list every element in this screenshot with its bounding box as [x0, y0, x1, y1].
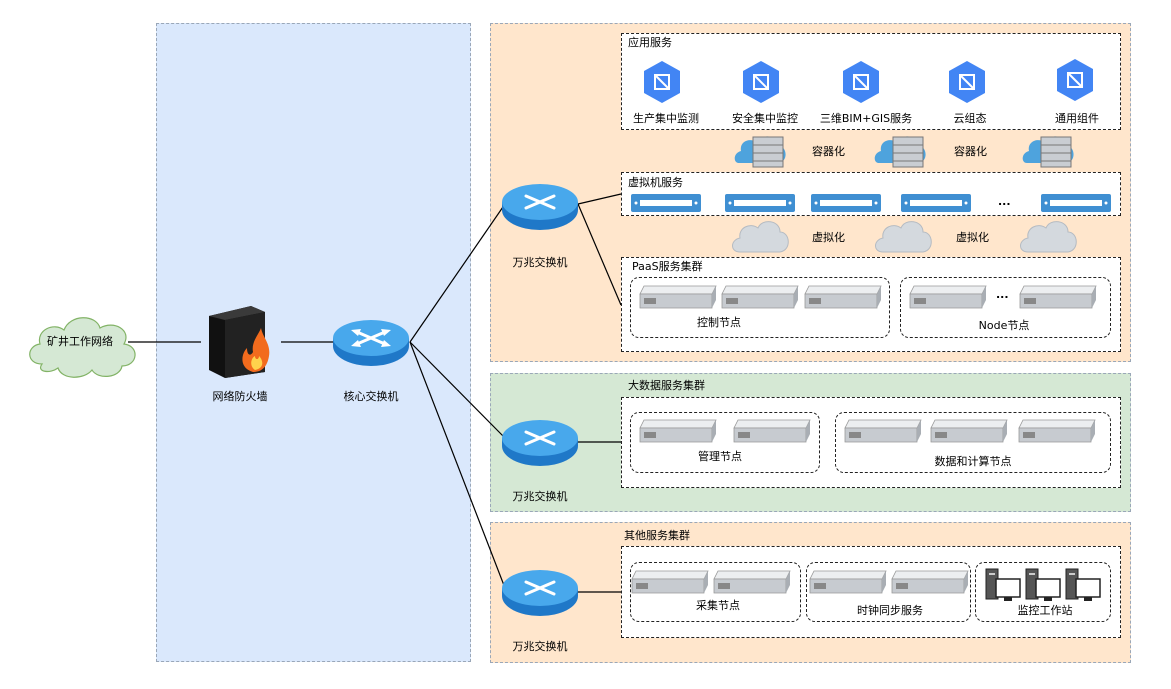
node-ellipsis: ... — [996, 288, 1009, 301]
virtualization-cloud-icon — [1020, 221, 1077, 253]
workstation-icon — [985, 568, 1021, 601]
hexagon-app-icon — [949, 61, 985, 103]
rack-server-icon — [891, 570, 969, 594]
virtualization-cloud-icon — [732, 221, 789, 253]
control-nodes-label: 控制节点 — [697, 316, 741, 329]
data-compute-nodes-label: 数据和计算节点 — [934, 455, 1012, 468]
vm-server-icon — [631, 194, 701, 212]
manage-nodes-label: 管理节点 — [698, 450, 742, 463]
mine-network-cloud-icon — [29, 317, 136, 378]
app-services-title: 应用服务 — [628, 36, 672, 49]
workstation-icon — [1025, 568, 1061, 601]
switch-bigdata-label: 万兆交换机 — [512, 490, 568, 503]
rack-server-icon — [631, 570, 709, 594]
virtualize-label: 虚拟化 — [812, 231, 845, 244]
app-service-label: 三维BIM+GIS服务 — [819, 112, 913, 125]
hexagon-app-icon — [644, 61, 680, 103]
hexagon-app-icon — [1057, 59, 1093, 101]
rack-server-icon — [639, 285, 717, 309]
containerize-label: 容器化 — [954, 145, 987, 158]
hexagon-app-icon — [843, 61, 879, 103]
firewall-icon — [209, 306, 270, 378]
vm-ellipsis: ... — [998, 195, 1011, 208]
clock-sync-label: 时钟同步服务 — [857, 604, 923, 617]
rack-server-icon — [721, 285, 799, 309]
monitor-station-label: 监控工作站 — [1017, 604, 1073, 617]
container-cloud-icon — [874, 136, 926, 168]
app-service-label: 通用组件 — [1055, 112, 1099, 125]
rack-server-icon — [713, 570, 791, 594]
vm-server-icon — [725, 194, 795, 212]
vm-server-icon — [1041, 194, 1111, 212]
container-cloud-icon — [734, 136, 786, 168]
rack-server-icon — [909, 285, 987, 309]
switch-app-label: 万兆交换机 — [512, 256, 568, 269]
node-nodes-label: Node节点 — [978, 319, 1030, 332]
rack-server-icon — [809, 570, 887, 594]
virtualize-label: 虚拟化 — [956, 231, 989, 244]
vm-server-icon — [811, 194, 881, 212]
switch-other-label: 万兆交换机 — [512, 640, 568, 653]
app-service-label: 生产集中监测 — [633, 112, 699, 125]
rack-server-icon — [844, 419, 922, 443]
app-service-label: 云组态 — [953, 112, 987, 125]
mine-network-label: 矿井工作网络 — [47, 335, 113, 348]
rack-server-icon — [1018, 419, 1096, 443]
bigdata-title: 大数据服务集群 — [628, 379, 705, 392]
vm-server-icon — [901, 194, 971, 212]
firewall-label: 网络防火墙 — [212, 390, 268, 403]
containerize-label: 容器化 — [812, 145, 845, 158]
core-switch-label: 核心交换机 — [343, 390, 399, 403]
core-switch-icon — [333, 320, 409, 366]
switch-other-icon — [502, 570, 578, 616]
app-service-label: 安全集中监控 — [732, 112, 798, 125]
switch-app-icon — [502, 184, 578, 230]
rack-server-icon — [1019, 285, 1097, 309]
other-title: 其他服务集群 — [624, 529, 690, 542]
collect-nodes-label: 采集节点 — [696, 599, 740, 612]
container-cloud-icon — [1022, 136, 1074, 168]
rack-server-icon — [733, 419, 811, 443]
rack-server-icon — [930, 419, 1008, 443]
switch-bigdata-icon — [502, 420, 578, 466]
workstation-icon — [1065, 568, 1101, 601]
hexagon-app-icon — [743, 61, 779, 103]
paas-title: PaaS服务集群 — [632, 260, 703, 273]
vm-services-title: 虚拟机服务 — [628, 176, 683, 189]
rack-server-icon — [804, 285, 882, 309]
rack-server-icon — [639, 419, 717, 443]
virtualization-cloud-icon — [875, 221, 932, 253]
